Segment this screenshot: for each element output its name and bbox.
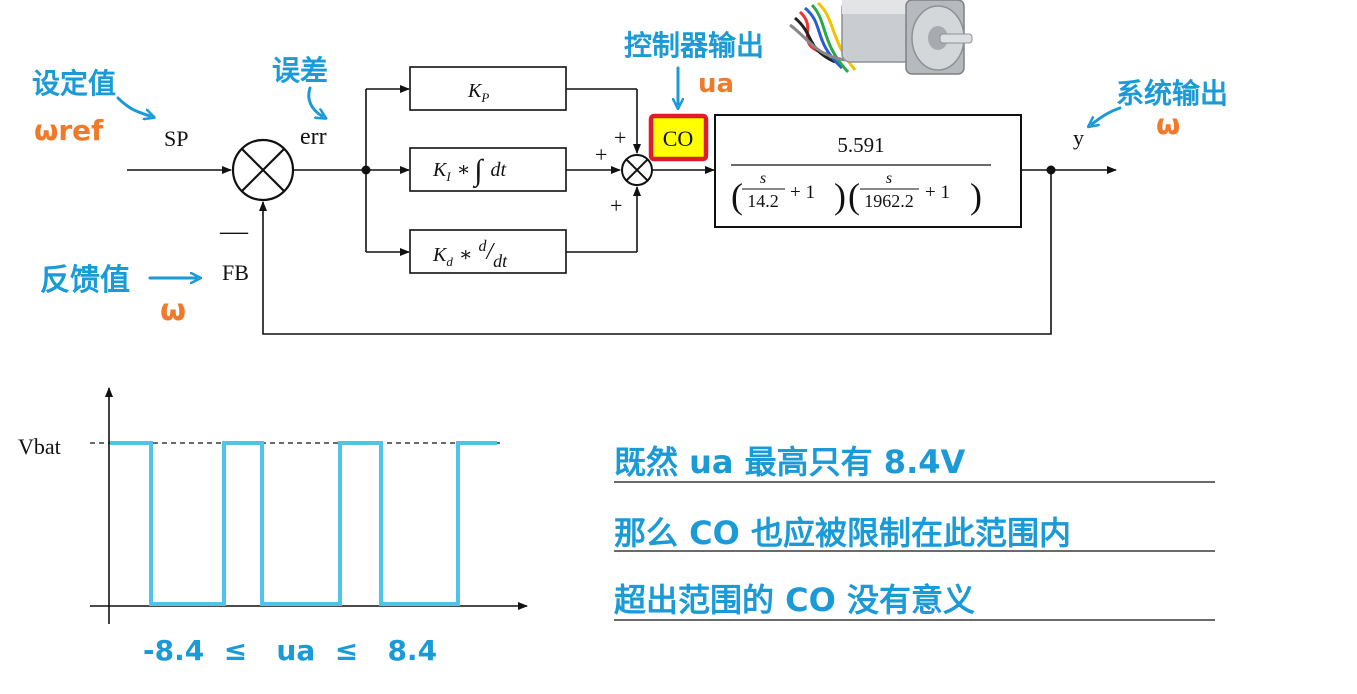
svg-text:s: s	[886, 170, 892, 187]
co-label: CO	[663, 126, 694, 151]
sum-sign-top: +	[614, 125, 626, 150]
svg-text:14.2: 14.2	[747, 191, 779, 211]
plant-numerator: 5.591	[837, 133, 884, 157]
note-line-1: 既然 ua 最高只有 8.4V	[614, 443, 965, 481]
pwm-waveform	[110, 441, 497, 606]
svg-text:): )	[834, 176, 846, 216]
annotation-controller-output: 控制器输出	[624, 29, 764, 62]
kd-text: Kd∗d/dt	[432, 238, 508, 271]
sum-sign-left: +	[595, 142, 607, 167]
svg-text:(: (	[731, 176, 743, 216]
ua-range-text: -8.4 ≤ ua ≤ 8.4	[143, 634, 437, 667]
annotation-error-arrow	[307, 86, 322, 116]
kp-text: KP	[467, 80, 489, 105]
plant-transfer-function-block	[714, 114, 1022, 228]
svg-text:s: s	[760, 170, 766, 187]
annotation-feedback: 反馈值	[40, 263, 130, 298]
sp-label: SP	[164, 126, 188, 151]
dc-gear-motor-image	[789, 0, 973, 75]
svg-text:1962.2: 1962.2	[864, 191, 914, 211]
annotation-setpoint-arrow	[116, 96, 150, 116]
annotation-system-output: 系统输出	[1116, 77, 1228, 110]
ki-text: KI∗∫dt	[432, 154, 507, 189]
svg-text:+ 1: + 1	[790, 182, 815, 203]
plant-denominator: ( s 14.2 + 1 ) ( s 1962.2 + 1 )	[731, 170, 982, 216]
err-label: err	[300, 124, 327, 150]
sum-sign-bottom: +	[610, 193, 622, 218]
y-label: y	[1073, 125, 1084, 150]
svg-text:(: (	[848, 176, 860, 216]
feedback-minus-sign: —	[219, 216, 249, 247]
error-summing-junction	[231, 138, 295, 202]
annotation-system-symbol: ω	[1156, 108, 1180, 141]
svg-text:+ 1: + 1	[925, 182, 950, 203]
note-line-2: 那么 CO 也应被限制在此范围内	[614, 514, 1071, 552]
annotation-error: 误差	[272, 54, 328, 87]
svg-text:): )	[970, 176, 982, 216]
annotation-setpoint: 设定值	[32, 67, 116, 100]
annotation-setpoint-symbol: ωref	[34, 114, 104, 147]
annotation-system-arrow	[1092, 106, 1122, 124]
vbat-label: Vbat	[18, 434, 61, 459]
note-line-3: 超出范围的 CO 没有意义	[614, 581, 975, 619]
fb-label: FB	[222, 260, 249, 285]
annotation-feedback-symbol: ω	[160, 293, 186, 328]
pid-summing-junction	[621, 154, 653, 186]
co-highlight-box	[648, 113, 709, 162]
feedback-path	[259, 170, 1052, 335]
annotation-controller-symbol: ua	[698, 69, 734, 99]
